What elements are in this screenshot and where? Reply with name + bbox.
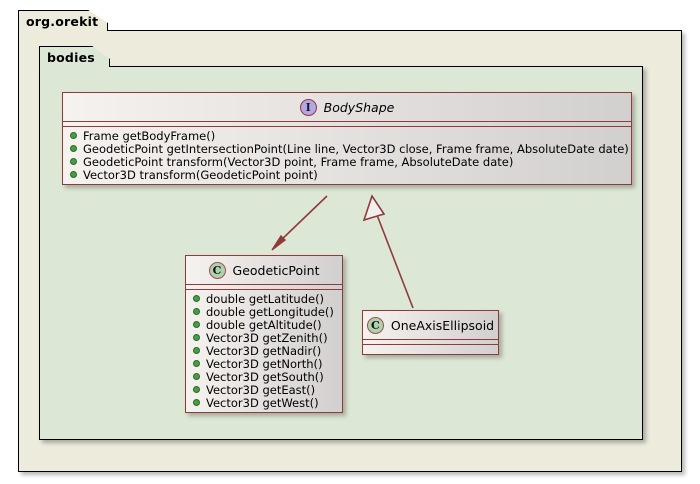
geodeticpoint-name: GeodeticPoint (232, 262, 320, 278)
visibility-public-icon (193, 295, 200, 302)
geodeticpoint-title-bar: C GeodeticPoint (186, 256, 342, 285)
method-row: Vector3D transform(GeodeticPoint point) (63, 167, 631, 182)
class-stereotype-icon: C (208, 261, 226, 279)
visibility-public-icon (70, 158, 77, 165)
method-row: Vector3D getNorth() (186, 356, 342, 371)
uml-class-geodeticpoint[interactable]: C GeodeticPoint double getLatitude() dou… (185, 255, 343, 413)
bodyshape-attributes-compartment (63, 122, 631, 127)
method-signature: Vector3D getNadir() (206, 343, 322, 358)
geodeticpoint-attributes-compartment (186, 285, 342, 290)
interface-stereotype-icon: I (299, 98, 317, 116)
method-row: Vector3D getEast() (186, 382, 342, 397)
method-row: GeodeticPoint transform(Vector3D point, … (63, 154, 631, 169)
visibility-public-icon (70, 145, 77, 152)
method-signature: double getLongitude() (206, 304, 334, 319)
package-tab-org-orekit: org.orekit (18, 10, 108, 31)
oneaxisellipsoid-title-bar: C OneAxisEllipsoid (363, 311, 498, 340)
method-signature: Vector3D getZenith() (206, 330, 328, 345)
visibility-public-icon (193, 334, 200, 341)
method-signature: GeodeticPoint transform(Vector3D point, … (83, 154, 514, 169)
method-signature: GeodeticPoint getIntersectionPoint(Line … (83, 141, 629, 156)
method-signature: Vector3D getEast() (206, 382, 316, 397)
visibility-public-icon (193, 321, 200, 328)
method-signature: Vector3D transform(GeodeticPoint point) (83, 167, 318, 182)
oneaxisellipsoid-name: OneAxisEllipsoid (390, 317, 495, 333)
class-stereotype-icon: C (366, 316, 384, 334)
uml-class-oneaxisellipsoid[interactable]: C OneAxisEllipsoid (362, 310, 499, 355)
visibility-public-icon (70, 171, 77, 178)
uml-interface-bodyshape[interactable]: I BodyShape Frame getBodyFrame() Geodeti… (62, 92, 632, 185)
method-signature: Vector3D getWest() (206, 395, 319, 410)
geodeticpoint-methods-compartment: double getLatitude() double getLongitude… (186, 290, 342, 412)
visibility-public-icon (193, 308, 200, 315)
oneaxisellipsoid-methods-compartment (363, 345, 498, 354)
visibility-public-icon (193, 386, 200, 393)
method-signature: double getAltitude() (206, 317, 322, 332)
method-signature: Vector3D getSouth() (206, 369, 324, 384)
method-row: double getLongitude() (186, 304, 342, 319)
visibility-public-icon (193, 360, 200, 367)
visibility-public-icon (193, 347, 200, 354)
method-row: Vector3D getSouth() (186, 369, 342, 384)
method-signature: double getLatitude() (206, 291, 325, 306)
method-row: Frame getBodyFrame() (63, 128, 631, 143)
method-row: Vector3D getWest() (186, 395, 342, 410)
method-signature: Vector3D getNorth() (206, 356, 323, 371)
method-row: Vector3D getZenith() (186, 330, 342, 345)
bodyshape-title-bar: I BodyShape (63, 93, 631, 122)
bodyshape-name: BodyShape (323, 99, 395, 115)
method-row: double getLatitude() (186, 291, 342, 306)
visibility-public-icon (193, 399, 200, 406)
bodyshape-methods-compartment: Frame getBodyFrame() GeodeticPoint getIn… (63, 127, 631, 184)
package-tab-bodies: bodies (39, 46, 110, 67)
method-row: Vector3D getNadir() (186, 343, 342, 358)
visibility-public-icon (70, 132, 77, 139)
method-signature: Frame getBodyFrame() (83, 128, 216, 143)
visibility-public-icon (193, 373, 200, 380)
oneaxisellipsoid-attributes-compartment (363, 340, 498, 345)
method-row: GeodeticPoint getIntersectionPoint(Line … (63, 141, 631, 156)
method-row: double getAltitude() (186, 317, 342, 332)
